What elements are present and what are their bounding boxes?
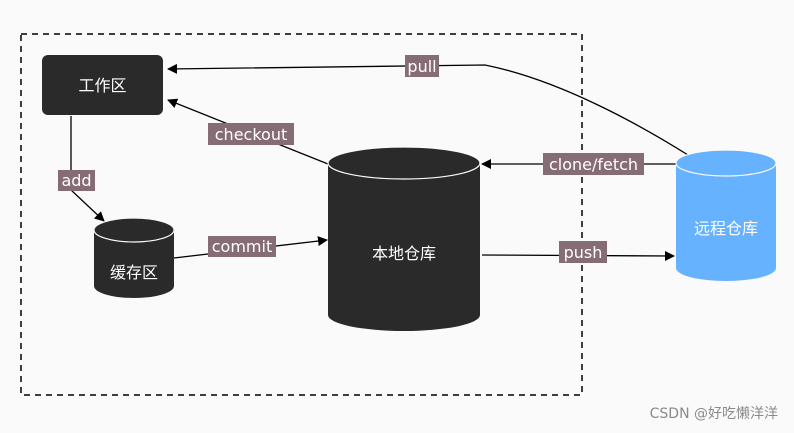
- node-workspace: 工作区: [42, 55, 163, 115]
- node-workspace-label: 工作区: [78, 76, 126, 95]
- node-staging: 缓存区: [93, 217, 175, 298]
- label-push: push: [559, 241, 607, 263]
- node-local-repo: 本地仓库: [327, 146, 481, 331]
- label-add-text: add: [61, 171, 91, 190]
- node-local-repo-label: 本地仓库: [372, 244, 436, 263]
- label-checkout-text: checkout: [215, 125, 287, 144]
- label-clone-fetch-text: clone/fetch: [549, 155, 638, 174]
- label-push-text: push: [564, 243, 603, 262]
- edge-add: [70, 116, 105, 222]
- label-pull: pull: [405, 55, 439, 77]
- watermark: CSDN @好吃懒洋洋: [650, 406, 778, 422]
- label-add: add: [58, 170, 95, 191]
- label-pull-text: pull: [407, 57, 436, 76]
- label-commit: commit: [208, 236, 276, 257]
- label-clone-fetch: clone/fetch: [543, 153, 644, 175]
- label-commit-text: commit: [212, 237, 272, 256]
- local-boundary: [20, 33, 583, 396]
- edge-pull: [167, 63, 689, 156]
- node-staging-label: 缓存区: [110, 263, 158, 282]
- node-remote-repo-label: 远程仓库: [694, 219, 758, 238]
- edge-labels: add commit checkout pull clone/fetch pus…: [58, 55, 644, 263]
- label-checkout: checkout: [208, 123, 294, 145]
- node-remote-repo: 远程仓库: [675, 149, 777, 281]
